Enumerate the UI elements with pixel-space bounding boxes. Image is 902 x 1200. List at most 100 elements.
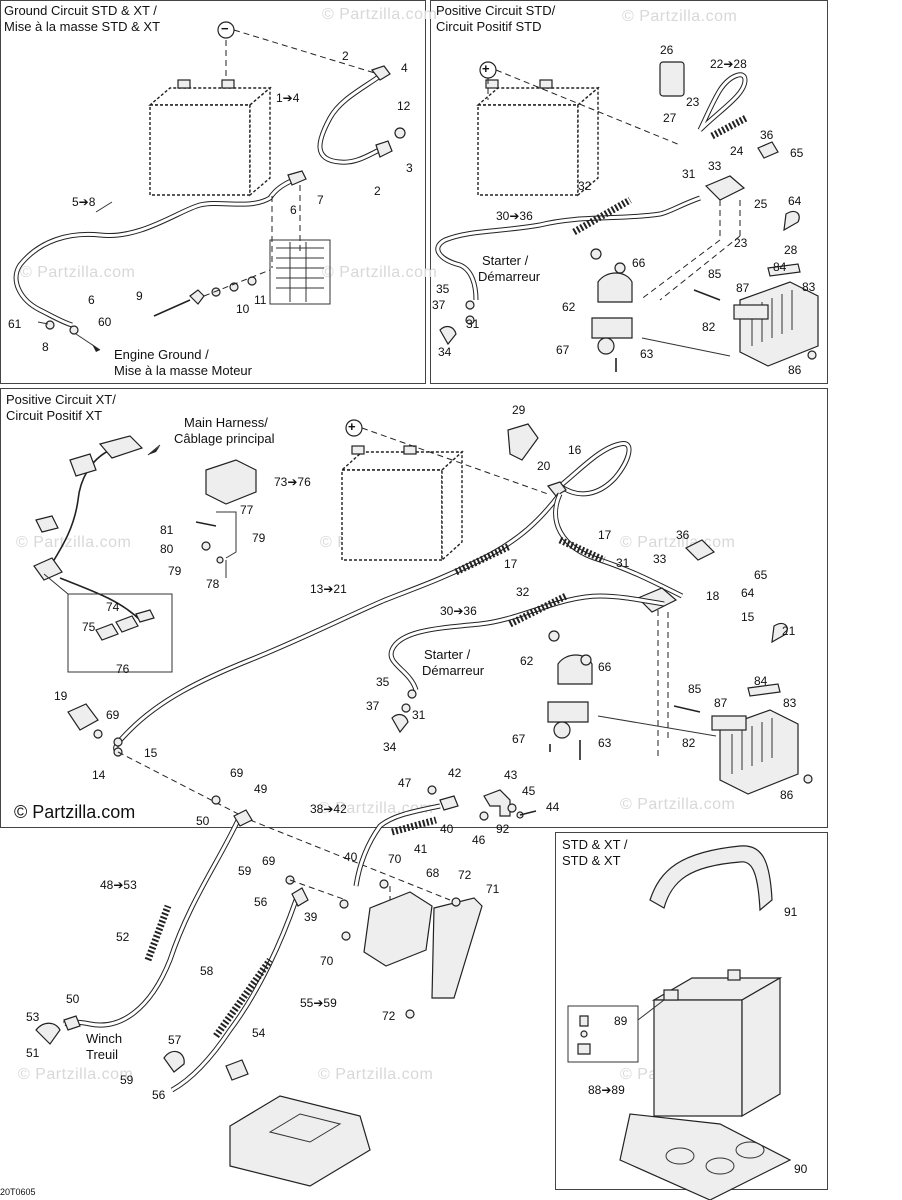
engine-ground-label-line1: Engine Ground / xyxy=(114,347,209,362)
callout: 8 xyxy=(42,340,49,354)
callout: 86 xyxy=(788,363,802,377)
callout: 7 xyxy=(317,193,324,207)
callout: 6 xyxy=(88,293,95,307)
diagram-code: 20T0605 xyxy=(0,1187,36,1197)
callout: 87 xyxy=(714,696,728,710)
callout: 46 xyxy=(472,833,486,847)
ground-title-line1: Ground Circuit STD & XT / xyxy=(4,3,157,18)
callout: 83 xyxy=(802,280,816,294)
std-starter-label-line2: Démarreur xyxy=(478,269,541,284)
callout: 39 xyxy=(304,910,318,924)
callout: 17 xyxy=(504,557,518,571)
callout: 58 xyxy=(200,964,214,978)
battery-strap xyxy=(649,845,773,912)
main-harness xyxy=(33,435,144,621)
callout: 82 xyxy=(702,320,716,334)
battery xyxy=(651,969,783,1118)
callout: 31 xyxy=(466,317,480,331)
callout: 85 xyxy=(708,267,722,281)
callout: 15 xyxy=(144,746,158,760)
callout: 64 xyxy=(788,194,802,208)
callout: 85 xyxy=(688,682,702,696)
callout: 60 xyxy=(98,315,112,329)
callout: 81 xyxy=(160,523,174,537)
callout: 70 xyxy=(388,852,402,866)
std-starter-label-line1: Starter / xyxy=(482,253,529,268)
callout: 35 xyxy=(376,675,390,689)
callout: 34 xyxy=(438,345,452,359)
callout: 92 xyxy=(496,822,510,836)
callout: 2 xyxy=(342,49,349,63)
callout: 36 xyxy=(676,528,690,542)
callout: 69 xyxy=(262,854,276,868)
callout: 4 xyxy=(401,61,408,75)
callout: 69 xyxy=(106,708,120,722)
callout: 23 xyxy=(686,95,700,109)
callout: 79 xyxy=(252,531,266,545)
callout: 45 xyxy=(522,784,536,798)
callout: 20 xyxy=(537,459,551,473)
callout: 59 xyxy=(238,864,252,878)
callout: 63 xyxy=(640,347,654,361)
callout: 26 xyxy=(660,43,674,57)
callout: 88➔89 xyxy=(588,1083,625,1097)
callout: 67 xyxy=(512,732,526,746)
callout: 16 xyxy=(568,443,582,457)
callout: 40 xyxy=(344,850,358,864)
callout: 18 xyxy=(706,589,720,603)
callout: 43 xyxy=(504,768,518,782)
pos-std-title-line1: Positive Circuit STD/ xyxy=(436,3,556,18)
callout: 56 xyxy=(152,1088,166,1102)
callout: 68 xyxy=(426,866,440,880)
ground-title-line2: Mise à la masse STD & XT xyxy=(4,19,161,34)
callout: 73➔76 xyxy=(274,475,311,489)
callout: 69 xyxy=(230,766,244,780)
callout: 78 xyxy=(206,577,220,591)
callout: 31 xyxy=(682,167,696,181)
main-harness-label-line1: Main Harness/ xyxy=(184,415,268,430)
callout: 87 xyxy=(736,281,750,295)
callout: 89 xyxy=(614,1014,628,1028)
callout: 41 xyxy=(414,842,428,856)
std-starter-solenoid xyxy=(591,272,633,355)
callout: 25 xyxy=(754,197,768,211)
watermark: © Partzilla.com xyxy=(322,264,438,281)
callout: 62 xyxy=(520,654,534,668)
callout: 24 xyxy=(730,144,744,158)
callout: 2 xyxy=(374,184,381,198)
callout: 71 xyxy=(486,882,500,896)
callout: 30➔36 xyxy=(440,604,477,618)
callout: 74 xyxy=(106,600,120,614)
callout: 80 xyxy=(160,542,174,556)
callout: 38➔42 xyxy=(310,802,347,816)
callout: 83 xyxy=(783,696,797,710)
callout: 57 xyxy=(168,1033,182,1047)
callout: 75 xyxy=(82,620,96,634)
plus-sign-label: + xyxy=(348,419,356,434)
callout: 11 xyxy=(254,293,267,307)
pos-xt-title-line2: Circuit Positif XT xyxy=(6,408,103,423)
callout: 15 xyxy=(741,610,755,624)
callout: 31 xyxy=(412,708,426,722)
partzilla-logo: © Partzilla.com xyxy=(14,802,136,822)
winch-label-line2: Treuil xyxy=(86,1047,119,1062)
callout: 62 xyxy=(562,300,576,314)
engine-ground-label-line2: Mise à la masse Moteur xyxy=(114,363,252,378)
xt-battery xyxy=(340,445,464,562)
callout: 51 xyxy=(26,1046,40,1060)
callout: 14 xyxy=(92,768,106,782)
callout: 65 xyxy=(754,568,768,582)
callout: 67 xyxy=(556,343,570,357)
callout: 76 xyxy=(116,662,130,676)
callout: 65 xyxy=(790,146,804,160)
callout: 61 xyxy=(8,317,22,331)
pos-xt-title-line1: Positive Circuit XT/ xyxy=(6,392,116,407)
callout: 33 xyxy=(653,552,667,566)
callout: 86 xyxy=(780,788,794,802)
std-voltage-regulator xyxy=(739,281,819,367)
callout: 13➔21 xyxy=(310,582,347,596)
callout: 72 xyxy=(382,1009,396,1023)
xt-starter-label-line2: Démarreur xyxy=(422,663,485,678)
battery-title-line1: STD & XT / xyxy=(562,837,628,852)
